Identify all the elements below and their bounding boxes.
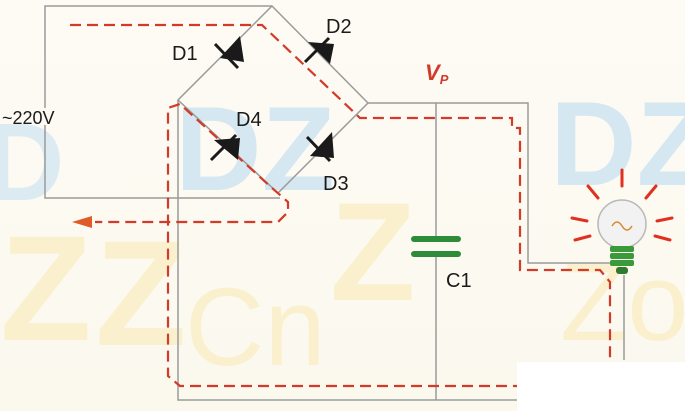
label-d2: D2	[326, 16, 352, 38]
cap-plate-bottom	[411, 251, 461, 257]
watermark-letters-1: DZ	[175, 82, 335, 216]
d3-triangle	[310, 132, 334, 158]
watermark-z-1: Z	[0, 204, 92, 372]
diode-d1	[213, 36, 244, 70]
watermark-z-2: Z	[95, 209, 187, 377]
bulb-glass	[597, 199, 647, 249]
bulb-filament	[611, 221, 633, 231]
bulb-base-3	[610, 260, 634, 266]
label-d4: D4	[236, 109, 262, 131]
bulb-tip	[616, 267, 628, 274]
cap-plate-top	[411, 236, 461, 242]
current-path-return	[95, 102, 612, 388]
label-d1: D1	[172, 43, 198, 65]
label-vp-main: V	[425, 60, 442, 85]
label-c1: C1	[446, 270, 472, 292]
blank-patch	[517, 362, 685, 411]
diode-d3	[305, 132, 334, 163]
light-bulb-icon	[570, 168, 674, 274]
watermark-cn: Cn	[185, 266, 326, 389]
wire-positive-rail	[368, 102, 615, 264]
watermark-zo: Zo	[560, 241, 685, 364]
d1-triangle	[220, 36, 244, 62]
bulb-base-1	[610, 246, 634, 252]
current-path	[70, 23, 612, 388]
watermark-z-3: Z	[330, 173, 416, 330]
watermark-letters-2: DZ	[550, 77, 685, 211]
diode-d2	[303, 36, 334, 64]
watermark-letters-3: D	[0, 101, 64, 224]
wire-negative-rail	[177, 100, 518, 401]
bulb-rays	[570, 168, 674, 242]
wire-source-bottom	[44, 125, 280, 199]
d4-triangle	[214, 138, 240, 160]
label-d3: D3	[323, 173, 349, 195]
diode-d4	[209, 133, 240, 162]
current-path-forward	[70, 23, 612, 360]
d2-triangle	[308, 42, 334, 64]
bulb-base-2	[610, 253, 634, 259]
label-source: ~220V	[2, 108, 55, 128]
label-vp: VP	[425, 60, 449, 87]
wire-source-top	[44, 5, 272, 108]
watermark: DZ DZ D Z Z Z Cn Zo	[0, 77, 685, 389]
label-vp-sub: P	[440, 72, 449, 87]
capacitor-c1	[411, 236, 461, 257]
current-arrow-icon	[72, 216, 92, 228]
